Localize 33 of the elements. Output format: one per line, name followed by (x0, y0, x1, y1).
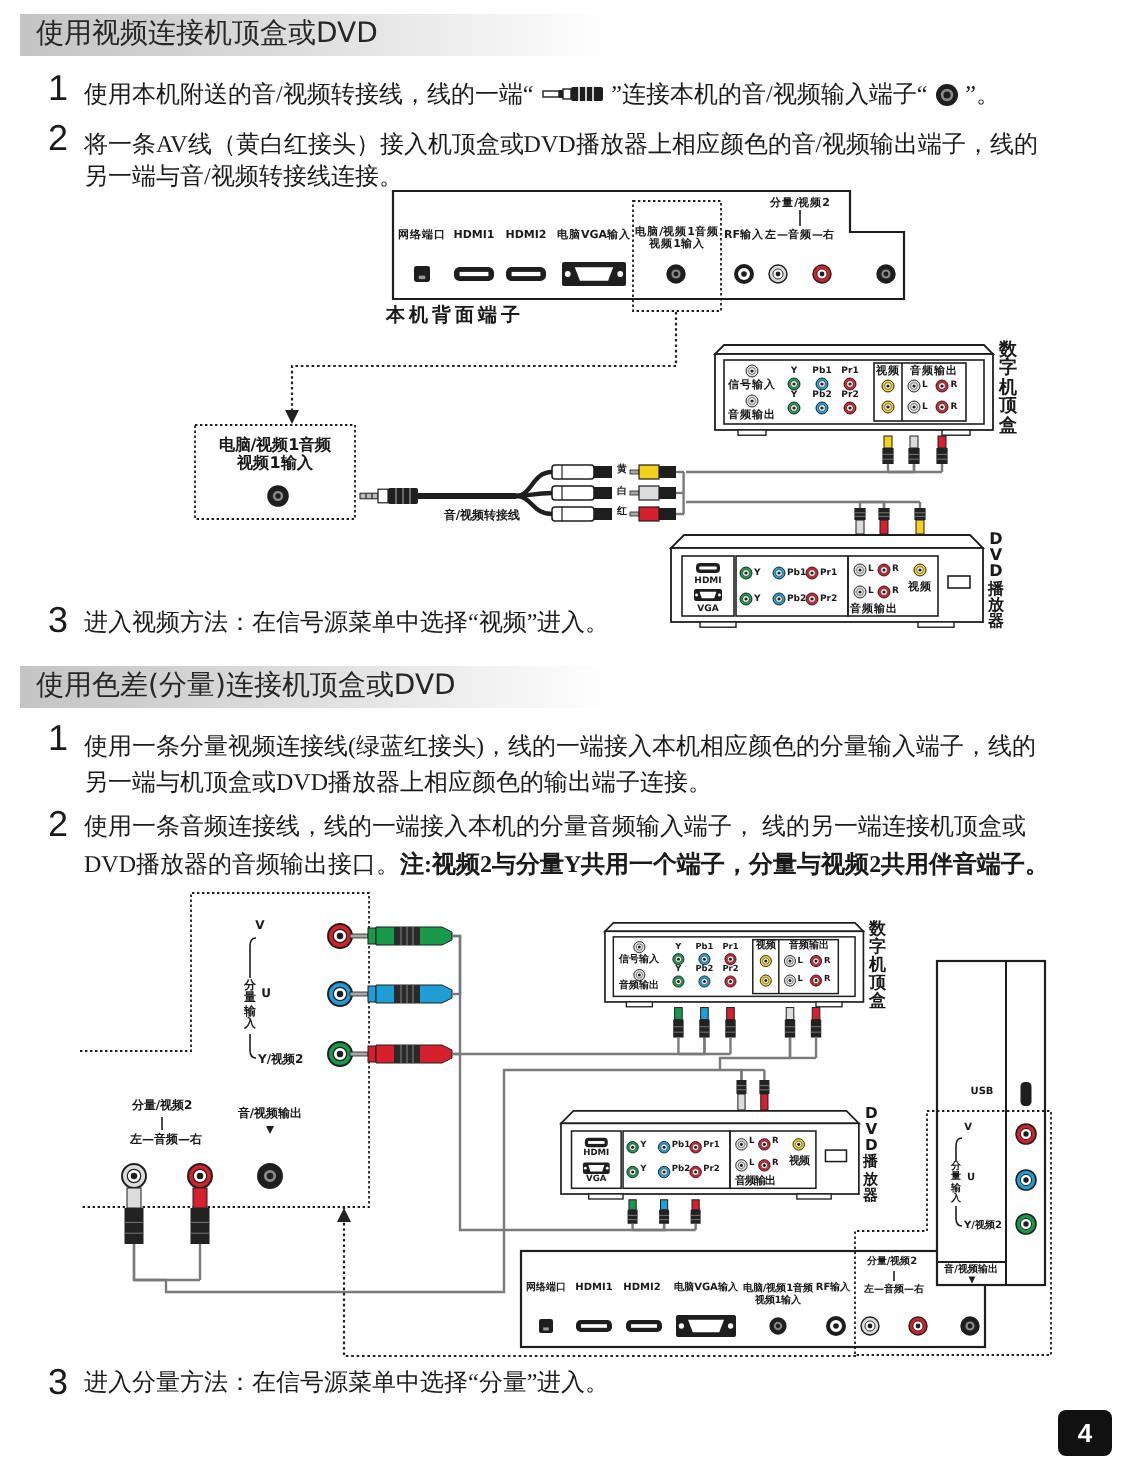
instruction-text: 进入分量方法：在信号源菜单中选择“分量”进入。 (84, 1366, 610, 1398)
step-number: 3 (48, 602, 69, 638)
instruction-text: 进入视频方法：在信号源菜单中选择“视频”进入。 (84, 606, 610, 638)
highlight-frame (854, 1110, 1052, 1356)
device-caption: 数字机顶盒 (868, 920, 887, 1009)
step-number: 3 (48, 1364, 69, 1400)
highlight-frame (632, 200, 722, 312)
instruction-text: 将一条AV线（黄白红接头）接入机顶盒或DVD播放器上相应颜色的音/视频输出端子，线的另一端与音/视频转接线连接。 (84, 128, 1041, 192)
dotted-arrow (337, 1208, 856, 1358)
page-number: 4 (1058, 1410, 1112, 1456)
dotted-arrow (285, 312, 678, 424)
port-label: 电脑/视频1音频视频1输入 (216, 435, 334, 473)
device-caption: DVD播放器 (987, 530, 1005, 632)
cable (349, 926, 702, 1232)
step-number: 2 (48, 806, 69, 842)
step-number: 1 (48, 70, 69, 106)
instruction-text: 使用一条音频连接线，线的一端接入本机的分量音频输入端子， 线的另一端连接机顶盒或DVD播放器的音频输出接口。注:视频2与分量Y共用一个端子，分量与视频2共用伴音端子。 (84, 809, 1052, 881)
device-caption: 数字机顶盒 (998, 342, 1018, 438)
step-number: 2 (48, 120, 69, 156)
adapter-cable (358, 462, 686, 524)
instruction-text: 使用一条分量视频连接线(绿蓝红接头)，线的一端接入本机相应颜色的分量输入端子，线的另一端与机顶盒或DVD播放器上相应颜色的输出端子连接。 (84, 730, 1038, 800)
panel-caption: 本机背面端子 (386, 307, 524, 329)
instruction-text: 使用本机附送的音/视频转接线，线的一端“ (84, 78, 534, 110)
cable (720, 1068, 770, 1111)
instruction-text: ”。 (965, 78, 1000, 110)
cable (349, 1007, 737, 1064)
cable (686, 435, 949, 474)
tv-back-panel (520, 1250, 986, 1348)
instruction-text: ”连接本机的音/视频输入端子“ (611, 78, 928, 110)
callout-box (194, 424, 356, 520)
cable (686, 500, 927, 535)
step-number: 1 (48, 720, 69, 756)
tv-side-panel (936, 960, 1046, 1286)
